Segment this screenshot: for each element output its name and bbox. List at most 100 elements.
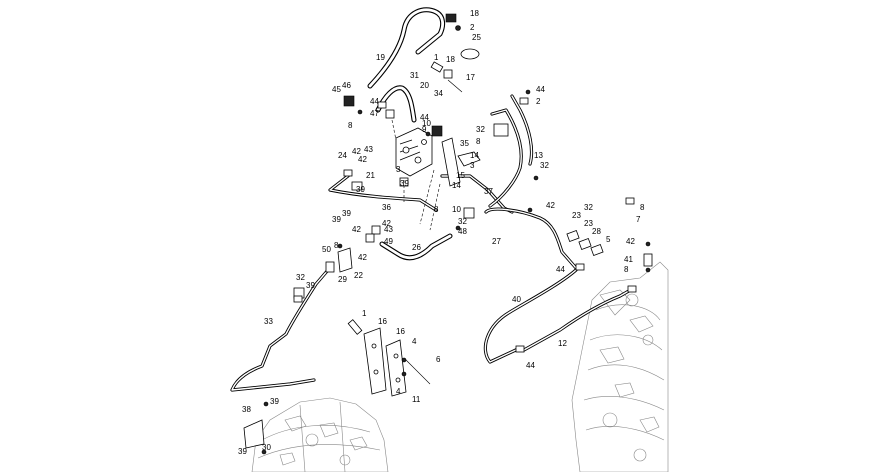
callout-14: 14 (452, 181, 461, 190)
hose-31 (375, 85, 417, 123)
callout-44: 44 (420, 113, 429, 122)
callout-43: 43 (384, 225, 393, 234)
callout-48: 48 (458, 227, 467, 236)
callout-23: 23 (584, 219, 593, 228)
callout-24: 24 (338, 151, 347, 160)
callout-39: 39 (270, 397, 279, 406)
clamps-23-28 (566, 230, 604, 256)
callout-38: 38 (242, 405, 251, 414)
callout-47: 47 (370, 109, 379, 118)
callout-8: 8 (624, 265, 629, 274)
callout-16: 16 (396, 327, 405, 336)
callout-10: 10 (452, 205, 461, 214)
callout-37: 37 (484, 187, 493, 196)
callout-16: 16 (378, 317, 387, 326)
callout-21: 21 (366, 171, 375, 180)
transmission-housing-right (571, 261, 669, 472)
callout-32: 32 (540, 161, 549, 170)
callout-26: 26 (412, 243, 421, 252)
fittings (261, 13, 651, 455)
callout-22: 22 (354, 271, 363, 280)
callout-8: 8 (334, 241, 339, 250)
callout-44: 44 (536, 85, 545, 94)
callout-45: 45 (332, 85, 341, 94)
callout-27: 27 (492, 237, 501, 246)
callout-8: 8 (476, 137, 481, 146)
pipe-40 (483, 268, 578, 364)
callout-6: 6 (436, 355, 441, 364)
callout-41: 41 (624, 255, 633, 264)
pipe-33 (230, 268, 330, 392)
callout-50: 50 (322, 245, 331, 254)
bracket-16 (363, 327, 407, 397)
callout-42: 42 (352, 147, 361, 156)
callout-34: 34 (434, 89, 443, 98)
hose-26 (379, 233, 453, 261)
callout-39: 39 (306, 281, 315, 290)
callout-32: 32 (476, 125, 485, 134)
bracket-30-38 (243, 419, 265, 449)
pipe-27 (484, 207, 578, 270)
callout-39: 39 (400, 179, 409, 188)
callout-8: 8 (348, 121, 353, 130)
callout-40: 40 (512, 295, 521, 304)
callout-33: 33 (264, 317, 273, 326)
callout-42: 42 (352, 225, 361, 234)
callout-1: 1 (362, 309, 367, 318)
callout-30: 30 (262, 443, 271, 452)
callout-4: 4 (396, 387, 401, 396)
callout-32: 32 (458, 217, 467, 226)
callout-29: 29 (338, 275, 347, 284)
routing-lines (391, 119, 441, 231)
valve-block (395, 127, 433, 177)
callout-39: 39 (332, 215, 341, 224)
callout-43: 43 (364, 145, 373, 154)
callout-44: 44 (526, 361, 535, 370)
callout-46: 46 (342, 81, 351, 90)
callout-42: 42 (382, 219, 391, 228)
callout-42: 42 (358, 253, 367, 262)
transmission-housing-left (251, 397, 389, 472)
callout-44: 44 (556, 265, 565, 274)
callout-32: 32 (584, 203, 593, 212)
callout-9: 9 (422, 125, 427, 134)
hose-19 (367, 7, 446, 89)
callout-5: 5 (606, 235, 611, 244)
pipe-32-upper (488, 94, 534, 208)
sensor-41 (643, 253, 653, 267)
ring-25 (460, 48, 480, 60)
callout-15: 15 (456, 171, 465, 180)
pipe-12 (522, 286, 636, 352)
callout-3: 3 (470, 161, 475, 170)
callout-14: 14 (470, 151, 479, 160)
callout-39: 39 (356, 185, 365, 194)
callout-8: 8 (434, 205, 439, 214)
callout-44: 44 (370, 97, 379, 106)
callout-18: 18 (446, 55, 455, 64)
pipe-37 (328, 174, 438, 212)
callout-28: 28 (592, 227, 601, 236)
callout-32: 32 (296, 273, 305, 282)
callout-17: 17 (466, 73, 475, 82)
callout-13: 13 (534, 151, 543, 160)
callout-7: 7 (636, 215, 641, 224)
callout-42: 42 (626, 237, 635, 246)
callout-42: 42 (546, 201, 555, 210)
callout-3: 3 (396, 165, 401, 174)
callout-39: 39 (238, 447, 247, 456)
callout-36: 36 (382, 203, 391, 212)
callout-39: 39 (342, 209, 351, 218)
callout-8: 8 (640, 203, 645, 212)
callout-2: 2 (470, 23, 475, 32)
callout-42: 42 (358, 155, 367, 164)
callout-35: 35 (460, 139, 469, 148)
callout-2: 2 (536, 97, 541, 106)
callout-25: 25 (472, 33, 481, 42)
callout-19: 19 (376, 53, 385, 62)
callout-49: 49 (384, 237, 393, 246)
bracket-22 (337, 247, 353, 273)
callout-4: 4 (412, 337, 417, 346)
